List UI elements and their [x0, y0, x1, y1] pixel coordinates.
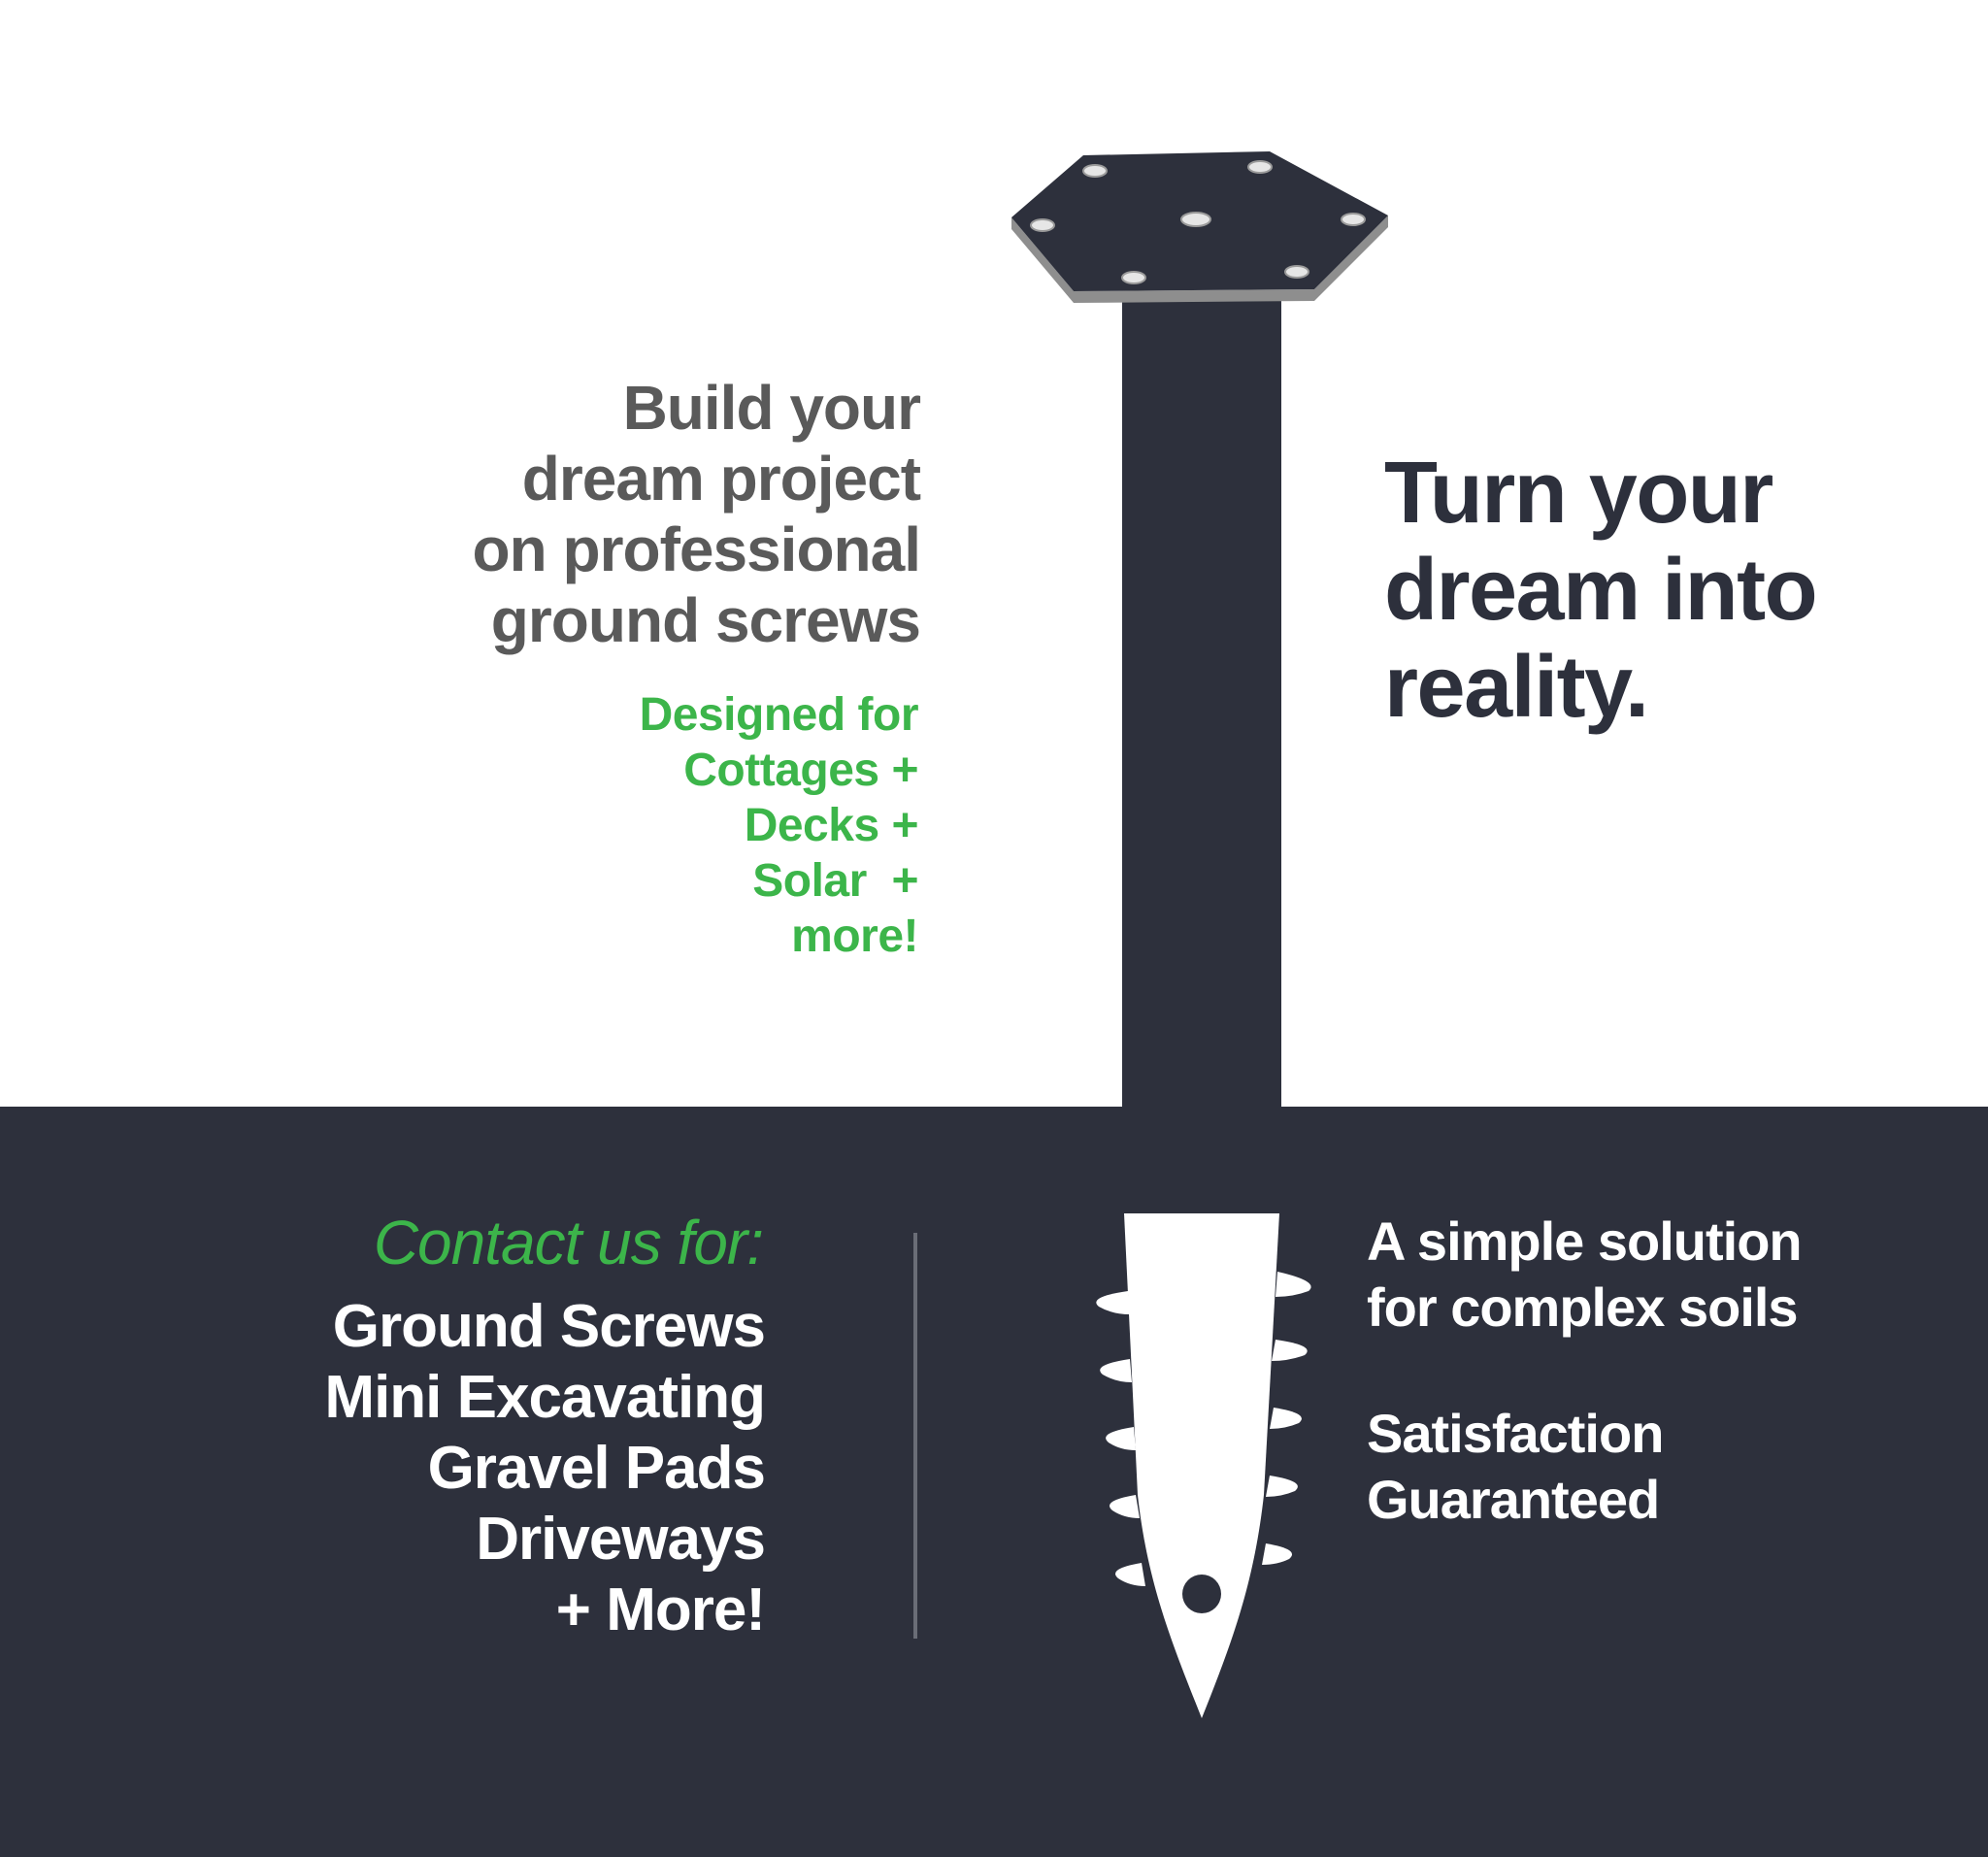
- tagline-line: for complex soils: [1367, 1277, 1799, 1338]
- headline-build-your-dream: Build your dream project on professional…: [338, 373, 922, 656]
- ground-screw-icon: [1096, 1213, 1311, 1718]
- designed-for-line: more!: [791, 911, 918, 962]
- designed-for-list: Designed for Cottages + Decks + Solar + …: [530, 687, 919, 964]
- headline-left-line: Build your: [622, 373, 921, 443]
- contact-heading: Contact us for:: [373, 1208, 764, 1277]
- vertical-divider: [913, 1233, 917, 1639]
- ground-background: [0, 1107, 1988, 1857]
- tagline-line: A simple solution: [1367, 1210, 1803, 1272]
- benefits-block: A simple solution for complex soils Sati…: [1367, 1209, 1969, 1593]
- service-item: Driveways: [476, 1506, 766, 1573]
- designed-for-line: Decks +: [744, 800, 919, 851]
- guarantee-line: Satisfaction: [1367, 1403, 1664, 1464]
- headline-right-line: dream into: [1384, 542, 1818, 639]
- designed-for-line: Solar +: [752, 855, 918, 907]
- service-item: Ground Screws: [332, 1293, 766, 1360]
- headline-right-line: Turn your: [1384, 445, 1773, 542]
- screw-post: [1122, 291, 1281, 1109]
- service-item: Mini Excavating: [324, 1364, 766, 1431]
- hex-plate-icon: [1011, 151, 1388, 303]
- service-item: Gravel Pads: [427, 1435, 766, 1502]
- service-item: + More!: [555, 1576, 766, 1643]
- headline-left-line: ground screws: [490, 585, 921, 655]
- headline-turn-your-dream: Turn your dream into reality.: [1384, 445, 1928, 736]
- guarantee: Satisfaction Guaranteed: [1367, 1401, 1969, 1533]
- services-list: Ground Screws Mini Excavating Gravel Pad…: [182, 1291, 766, 1645]
- guarantee-line: Guaranteed: [1367, 1469, 1660, 1530]
- designed-for-line: Cottages +: [683, 745, 918, 796]
- designed-for-line: Designed for: [639, 689, 919, 741]
- tagline: A simple solution for complex soils: [1367, 1209, 1969, 1341]
- headline-left-line: on professional: [472, 514, 922, 584]
- headline-left-line: dream project: [521, 444, 921, 514]
- headline-right-line: reality.: [1384, 639, 1649, 736]
